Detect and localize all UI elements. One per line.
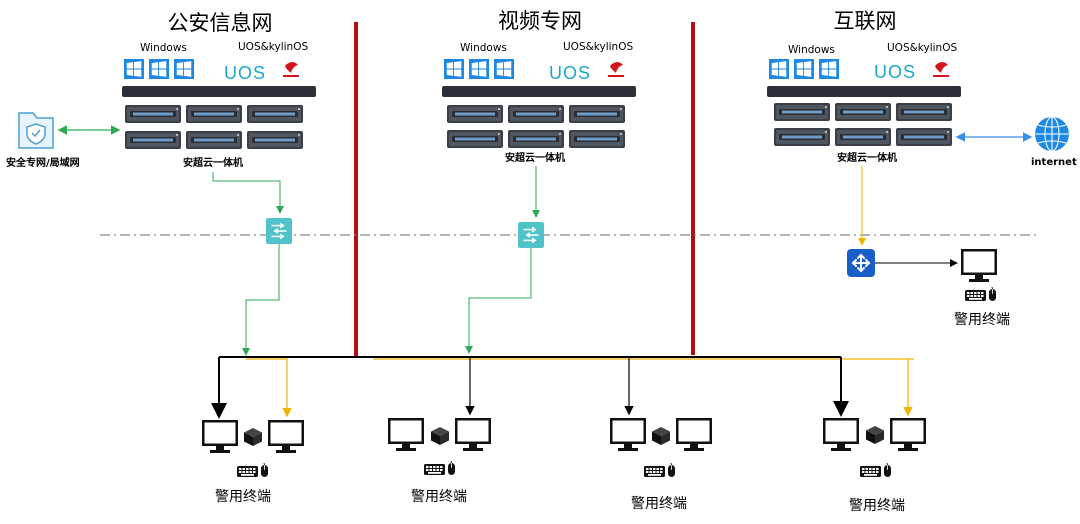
server-rack-top (442, 86, 636, 97)
zone-internet: Windows UOS&kylinOS UOS 安超云一体机 (767, 42, 1077, 328)
os-label-uos-kylin: UOS&kylinOS (887, 42, 957, 54)
zone-police: Windows UOS&kylinOS UOS 安超云一体机 安全专网/局域网 (6, 41, 316, 356)
router-icon (847, 249, 875, 277)
keyboard-mouse-icon (424, 461, 456, 476)
side-network-label: internet (1031, 157, 1077, 168)
windows-logo-icon (769, 59, 789, 79)
terminal-group: 警用终端 (823, 418, 926, 514)
server-label: 安超云一体机 (183, 156, 243, 169)
windows-logo-icon (819, 59, 839, 79)
server-unit (125, 131, 181, 149)
switch-icon (266, 218, 292, 244)
terminal-group: 警用终端 (388, 418, 491, 505)
cube-icon (431, 427, 449, 445)
kylin-logo-icon (933, 62, 949, 77)
os-label-windows: Windows (140, 42, 187, 54)
server-unit (508, 105, 564, 123)
windows-logo-icon (124, 59, 144, 79)
kylin-logo-icon (608, 62, 624, 77)
server-unit (125, 105, 181, 123)
server-unit (508, 130, 564, 148)
keyboard-mouse-icon (965, 287, 997, 302)
zone-video: Windows UOS&kylinOS UOS 安超云一体机 (442, 41, 636, 354)
server-rack-top (767, 86, 961, 97)
cube-icon (244, 428, 262, 446)
monitor-icon (455, 418, 491, 451)
monitor-icon (388, 418, 424, 451)
monitor-icon (961, 249, 997, 282)
server-unit (447, 130, 503, 148)
server-unit (186, 105, 242, 123)
os-label-uos-kylin: UOS&kylinOS (238, 41, 308, 53)
monitor-icon (890, 418, 926, 451)
windows-logo-icon (444, 59, 464, 79)
monitor-icon (202, 420, 238, 453)
uos-logo-icon: UOS (549, 63, 591, 83)
zone-title-internet: 互联网 (834, 9, 897, 33)
os-label-windows: Windows (788, 44, 835, 56)
server-unit (774, 128, 830, 146)
server-label: 安超云一体机 (505, 151, 565, 164)
server-unit (774, 103, 830, 121)
windows-logo-icon (794, 59, 814, 79)
server-unit (186, 131, 242, 149)
monitor-icon (676, 418, 712, 451)
link-switch-to-bus (465, 248, 532, 354)
server-unit (247, 105, 303, 123)
keyboard-mouse-icon (860, 463, 892, 478)
side-network-label: 安全专网/局域网 (6, 156, 80, 169)
switch-icon (518, 222, 544, 248)
windows-logo-icon (149, 59, 169, 79)
uos-logo-icon: UOS (874, 62, 916, 82)
server-unit (835, 128, 891, 146)
zone-title-police: 公安信息网 (168, 11, 273, 35)
server-unit (896, 128, 952, 146)
terminal-label: 警用终端 (631, 496, 687, 512)
windows-logo-icon (174, 59, 194, 79)
server-unit (569, 105, 625, 123)
monitor-icon (268, 420, 304, 453)
os-label-uos-kylin: UOS&kylinOS (563, 41, 633, 53)
terminal-label: 警用终端 (849, 498, 905, 514)
server-unit (247, 131, 303, 149)
server-unit (896, 103, 952, 121)
link-server-to-switch (212, 172, 284, 214)
globe-icon (1035, 116, 1069, 152)
cube-icon (652, 427, 670, 445)
terminal-label: 警用终端 (954, 312, 1010, 328)
keyboard-mouse-icon (237, 463, 269, 478)
drop-group1-right (246, 358, 292, 418)
server-unit (835, 103, 891, 121)
windows-logo-icon (494, 59, 514, 79)
windows-logo-icon (469, 59, 489, 79)
terminal-label: 警用终端 (215, 489, 271, 505)
shield-folder-icon (18, 112, 54, 149)
link-switch-to-bus (242, 244, 280, 356)
monitor-icon (610, 418, 646, 451)
server-unit (447, 105, 503, 123)
terminal-group: 警用终端 (202, 420, 304, 505)
server-unit (569, 130, 625, 148)
server-label: 安超云一体机 (837, 151, 897, 164)
monitor-icon (823, 418, 859, 451)
kylin-logo-icon (283, 62, 299, 77)
cube-icon (866, 426, 884, 444)
terminal-group: 警用终端 (610, 418, 712, 512)
uos-logo-icon: UOS (224, 63, 266, 83)
zone-title-video: 视频专网 (498, 9, 582, 33)
server-rack-top (122, 86, 316, 97)
keyboard-mouse-icon (644, 463, 676, 478)
os-label-windows: Windows (460, 42, 507, 54)
terminal-label: 警用终端 (411, 489, 467, 505)
